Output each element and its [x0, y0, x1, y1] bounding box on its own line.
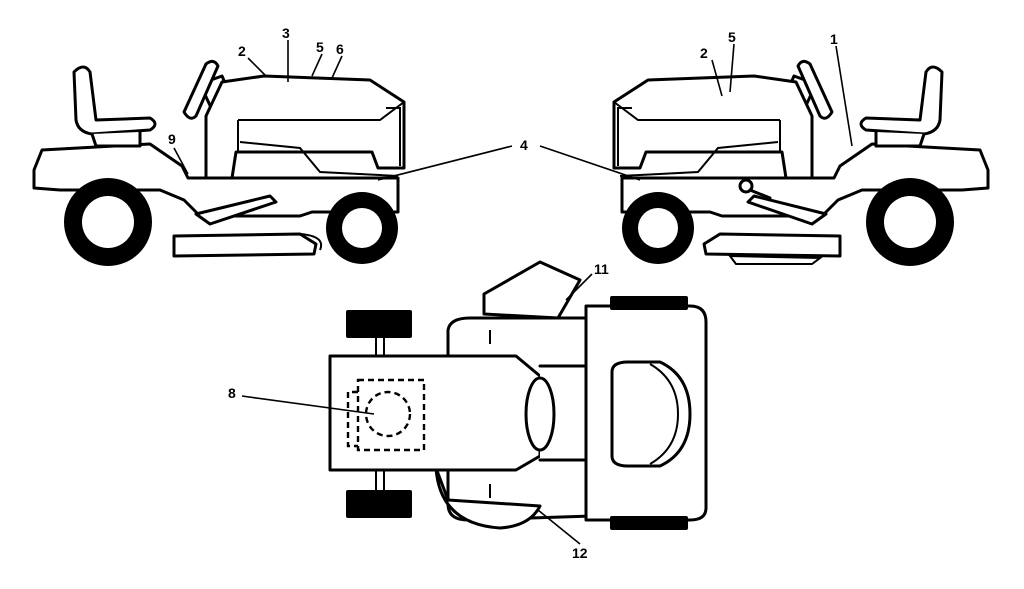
- callout-9: 9: [168, 131, 176, 147]
- callout-2-right: 2: [700, 45, 708, 61]
- callout-1: 1: [830, 31, 838, 47]
- callout-12: 12: [572, 545, 588, 561]
- right-side-view: [612, 59, 990, 266]
- top-view: [328, 260, 708, 530]
- callout-11: 11: [594, 261, 609, 277]
- callout-3: 3: [282, 25, 290, 41]
- callout-4: 4: [520, 137, 528, 153]
- callout-labels: 2 3 5 6 9 4 2 5 1 8 11 12: [168, 25, 838, 561]
- callout-2-left: 2: [238, 43, 246, 59]
- callout-5-right: 5: [728, 29, 736, 45]
- callout-6: 6: [336, 41, 344, 57]
- callout-5-left: 5: [316, 39, 324, 55]
- callout-8: 8: [228, 385, 236, 401]
- leader-lines: [173, 40, 853, 545]
- left-side-view: [32, 59, 406, 266]
